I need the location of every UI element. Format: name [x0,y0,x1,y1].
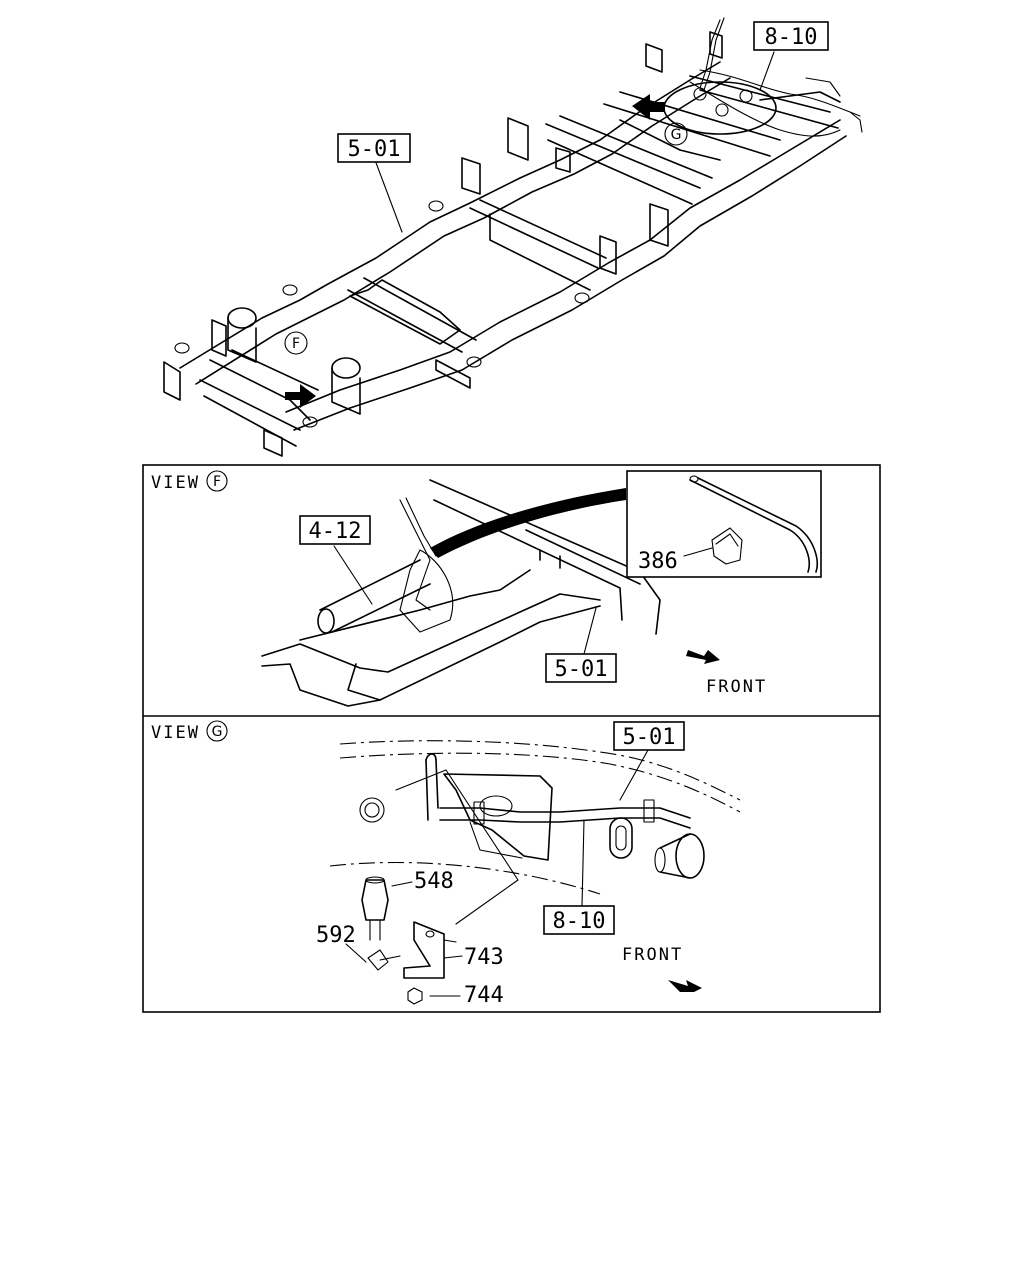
view-f-callout-frame: 5-01 [545,653,617,683]
view-f-inset-part-label: 386 [638,549,678,574]
view-g-part-744: 744 [464,983,504,1008]
view-g-callout-frame-label: 5-01 [623,725,676,750]
view-g-callout-harness-label: 8-10 [553,909,606,934]
view-f-inset: 386 [626,470,822,578]
main-callout-harness: 8-10 [753,21,829,51]
view-g-part-743: 743 [464,945,504,970]
view-g-callout-harness: 8-10 [543,905,615,935]
view-g-marker: G [212,724,223,740]
view-g-panel: VIEW G [151,720,741,1005]
main-callout-harness-label: 8-10 [765,25,818,50]
view-g-direction-label: FRONT [622,945,683,965]
main-callout-frame-label: 5-01 [348,137,401,162]
main-callout-frame: 5-01 [337,133,411,163]
view-g-title: VIEW [151,723,200,743]
view-f-callout-frame-label: 5-01 [555,657,608,682]
view-g-part-592: 592 [316,923,356,948]
view-f-title: VIEW [151,473,200,493]
view-marker-f: F [292,336,300,352]
view-marker-g: G [671,127,682,143]
view-g-part-548: 548 [414,869,454,894]
view-f-direction-label: FRONT [706,677,767,697]
view-f-callout-axle-label: 4-12 [309,519,362,544]
view-f-callout-axle: 4-12 [299,515,371,545]
view-f-marker: F [213,474,221,490]
view-g-callout-frame: 5-01 [613,721,685,751]
view-f-panel: VIEW F [151,470,720,707]
detail-panel-frame [142,464,881,1013]
chassis-frame-drawing [163,17,863,457]
